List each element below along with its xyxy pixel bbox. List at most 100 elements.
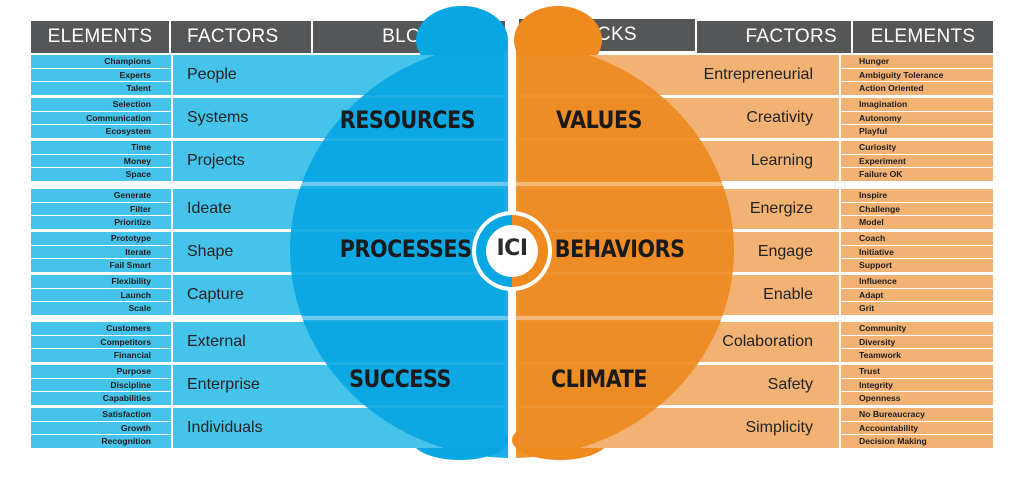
left-factor-label: Capture bbox=[187, 286, 244, 303]
left-element-item: Filter bbox=[129, 203, 151, 214]
left-circle-half bbox=[290, 42, 508, 458]
right-element-item: Action Oriented bbox=[859, 83, 924, 94]
right-element-item: Autonomy bbox=[859, 112, 902, 123]
header-factors-right: FACTORS bbox=[697, 21, 851, 53]
left-element-item: Time bbox=[131, 142, 151, 153]
header-elements-left: ELEMENTS bbox=[31, 21, 169, 53]
left-element-item: Space bbox=[125, 169, 151, 180]
block-climate: CLIMATE bbox=[550, 365, 648, 393]
left-factor-label: Individuals bbox=[187, 419, 263, 436]
right-factor-label: Energize bbox=[749, 200, 813, 217]
right-factor-label: Engage bbox=[757, 243, 813, 260]
right-factor-label: Enable bbox=[763, 286, 813, 303]
right-element-item: Community bbox=[859, 323, 907, 334]
block-success: SUCCESS bbox=[349, 365, 451, 393]
left-factor-label: Projects bbox=[187, 152, 245, 169]
left-element-item: Recognition bbox=[101, 436, 151, 447]
right-factor-label: Entrepreneurial bbox=[703, 66, 813, 83]
left-element-item: Capabilities bbox=[102, 393, 151, 404]
right-element-item: Imagination bbox=[859, 99, 908, 110]
left-factor-label: Shape bbox=[187, 243, 234, 260]
right-element-item: Coach bbox=[859, 233, 886, 244]
left-element-item: Launch bbox=[120, 289, 151, 300]
left-element-item: Fail Smart bbox=[109, 260, 151, 271]
right-element-item: Teamwork bbox=[859, 350, 901, 361]
left-element-item: Customers bbox=[106, 323, 151, 334]
right-factor-label: Learning bbox=[750, 152, 813, 169]
ici-center-label: ICI bbox=[496, 236, 528, 261]
left-factor-label: Enterprise bbox=[187, 376, 260, 393]
right-element-item: Hunger bbox=[859, 56, 890, 67]
right-element-item: Influence bbox=[859, 276, 897, 287]
left-element-item: Competitors bbox=[100, 336, 151, 347]
left-element-item: Discipline bbox=[110, 379, 151, 390]
right-element-item: Model bbox=[859, 217, 884, 228]
right-element-item: Ambiguity Tolerance bbox=[859, 69, 944, 80]
left-element-item: Growth bbox=[120, 422, 151, 433]
right-element-item: Openness bbox=[859, 393, 901, 404]
left-element-item: Selection bbox=[112, 99, 151, 110]
left-element-item: Talent bbox=[126, 83, 151, 94]
right-element-item: Challenge bbox=[859, 203, 901, 214]
right-element-item: Initiative bbox=[859, 246, 894, 257]
right-element-item: Playful bbox=[859, 126, 888, 137]
left-factor-label: People bbox=[187, 66, 237, 83]
left-element-item: Prioritize bbox=[114, 217, 151, 228]
right-factor-label: Safety bbox=[767, 376, 813, 393]
right-factor-label: Creativity bbox=[746, 109, 813, 126]
left-element-item: Financial bbox=[113, 350, 151, 361]
right-element-item: Trust bbox=[859, 366, 881, 377]
header-elements-right: ELEMENTS bbox=[853, 21, 993, 53]
left-element-item: Communication bbox=[86, 112, 151, 123]
block-behaviors: BEHAVIORS bbox=[554, 235, 685, 263]
left-element-item: Experts bbox=[119, 69, 151, 80]
left-element-item: Flexibility bbox=[111, 276, 151, 287]
right-element-item: Failure OK bbox=[859, 169, 903, 180]
right-element-item: Accountability bbox=[859, 422, 919, 433]
right-element-item: Decision Making bbox=[859, 436, 927, 447]
right-element-item: Integrity bbox=[859, 379, 893, 390]
left-element-item: Purpose bbox=[116, 366, 151, 377]
left-element-item: Generate bbox=[113, 190, 151, 201]
left-element-item: Money bbox=[123, 155, 151, 166]
right-element-item: Experiment bbox=[859, 155, 906, 166]
left-element-item: Iterate bbox=[125, 246, 151, 257]
block-processes: PROCESSES bbox=[339, 235, 472, 263]
block-values: VALUES bbox=[555, 106, 643, 134]
right-factor-label: Simplicity bbox=[745, 419, 813, 436]
left-element-item: Scale bbox=[128, 303, 151, 314]
left-factor-label: External bbox=[187, 333, 246, 350]
right-factor-label: Colaboration bbox=[722, 333, 813, 350]
left-element-item: Champions bbox=[104, 56, 151, 67]
right-element-item: Adapt bbox=[859, 289, 884, 300]
right-element-item: Grit bbox=[859, 303, 875, 314]
right-element-item: Curiosity bbox=[859, 142, 897, 153]
left-element-item: Satisfaction bbox=[102, 409, 151, 420]
left-factor-label: Ideate bbox=[187, 200, 232, 217]
right-circle-half bbox=[516, 42, 734, 458]
right-element-item: Diversity bbox=[859, 336, 896, 347]
right-element-item: No Bureaucracy bbox=[859, 409, 925, 420]
left-element-item: Ecosystem bbox=[105, 126, 151, 137]
left-factor-label: Systems bbox=[187, 109, 249, 126]
left-element-item: Prototype bbox=[110, 233, 151, 244]
header-factors-left: FACTORS bbox=[171, 21, 311, 53]
